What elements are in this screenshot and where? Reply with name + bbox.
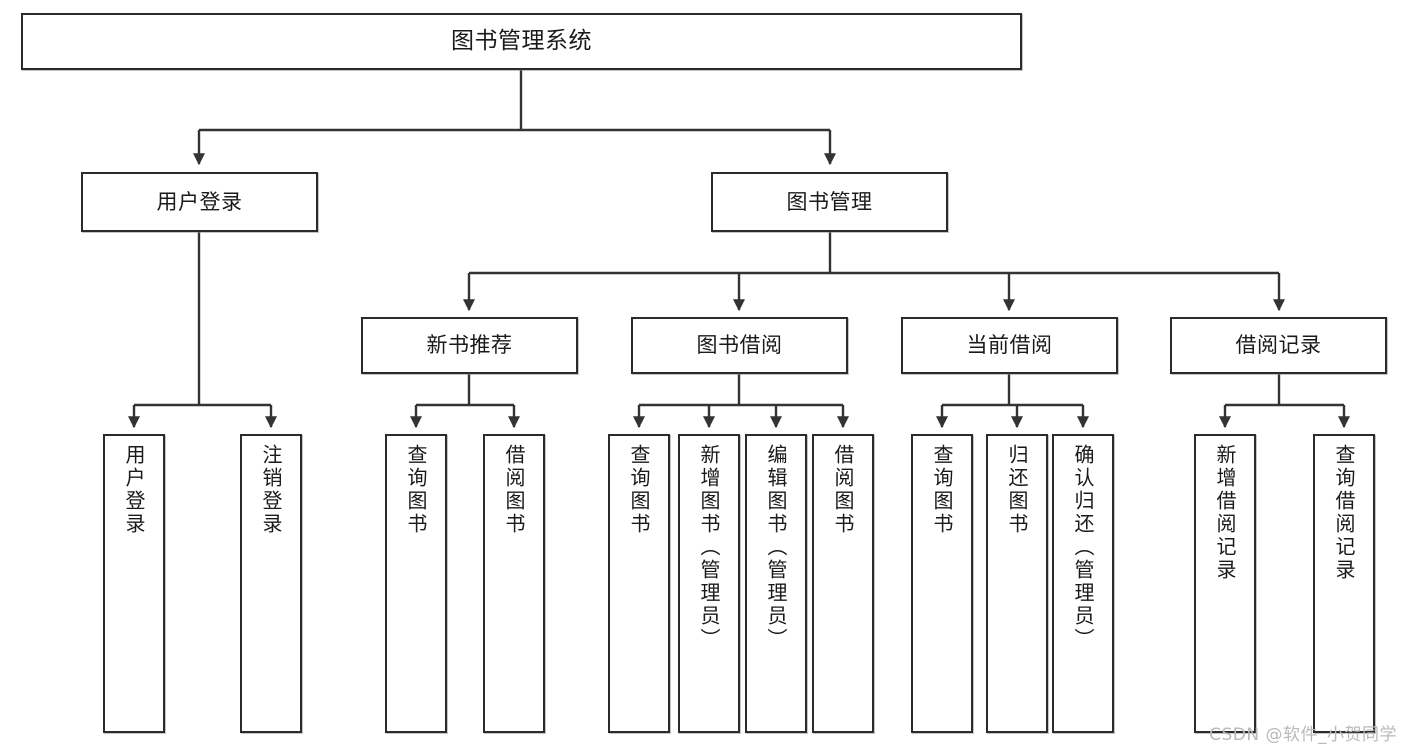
- node-leaf-user-login-label: 用户登录: [122, 444, 146, 536]
- node-book-manage[interactable]: 图书管理: [711, 172, 948, 232]
- node-leaf-borrow-book-rec-label: 借阅图书: [502, 444, 526, 536]
- node-root[interactable]: 图书管理系统: [21, 13, 1022, 70]
- node-leaf-query-borrow-record-label: 查询借阅记录: [1332, 444, 1356, 582]
- node-leaf-user-login[interactable]: 用户登录: [103, 434, 165, 733]
- node-current-borrow-label: 当前借阅: [966, 333, 1053, 358]
- node-new-book-recommend-label: 新书推荐: [426, 333, 513, 358]
- node-leaf-add-book-admin[interactable]: 新增图书（管理员）: [678, 434, 740, 733]
- node-leaf-borrow-book[interactable]: 借阅图书: [812, 434, 874, 733]
- node-book-borrow[interactable]: 图书借阅: [631, 317, 848, 374]
- node-book-manage-label: 图书管理: [786, 189, 873, 214]
- node-current-borrow[interactable]: 当前借阅: [901, 317, 1118, 374]
- node-leaf-borrow-book-rec[interactable]: 借阅图书: [483, 434, 545, 733]
- node-leaf-return-book-label: 归还图书: [1005, 444, 1029, 536]
- node-leaf-add-borrow-record-label: 新增借阅记录: [1213, 444, 1237, 582]
- node-borrow-record-label: 借阅记录: [1235, 333, 1322, 358]
- node-leaf-confirm-return-admin-label: 确认归还（管理员）: [1071, 444, 1095, 651]
- watermark: CSDN @软件_小贺同学: [1209, 725, 1397, 745]
- node-leaf-query-book-rec[interactable]: 查询图书: [385, 434, 447, 733]
- node-leaf-return-book[interactable]: 归还图书: [986, 434, 1048, 733]
- node-leaf-query-book-current-label: 查询图书: [930, 444, 954, 536]
- node-user-login-label: 用户登录: [156, 189, 243, 214]
- node-leaf-query-book-rec-label: 查询图书: [404, 444, 428, 536]
- node-user-login[interactable]: 用户登录: [81, 172, 318, 232]
- node-root-label: 图书管理系统: [451, 27, 592, 54]
- node-borrow-record[interactable]: 借阅记录: [1170, 317, 1387, 374]
- node-leaf-logout-label: 注销登录: [259, 444, 283, 536]
- node-leaf-logout[interactable]: 注销登录: [240, 434, 302, 733]
- node-leaf-query-borrow-record[interactable]: 查询借阅记录: [1313, 434, 1375, 733]
- node-leaf-query-book-borrow-label: 查询图书: [627, 444, 651, 536]
- node-leaf-query-book-borrow[interactable]: 查询图书: [608, 434, 670, 733]
- node-leaf-add-book-admin-label: 新增图书（管理员）: [697, 444, 721, 651]
- node-leaf-edit-book-admin-label: 编辑图书（管理员）: [764, 444, 788, 651]
- node-leaf-confirm-return-admin[interactable]: 确认归还（管理员）: [1052, 434, 1114, 733]
- node-leaf-query-book-current[interactable]: 查询图书: [911, 434, 973, 733]
- node-leaf-borrow-book-label: 借阅图书: [831, 444, 855, 536]
- node-new-book-recommend[interactable]: 新书推荐: [361, 317, 578, 374]
- node-leaf-add-borrow-record[interactable]: 新增借阅记录: [1194, 434, 1256, 733]
- node-book-borrow-label: 图书借阅: [696, 333, 783, 358]
- node-leaf-edit-book-admin[interactable]: 编辑图书（管理员）: [745, 434, 807, 733]
